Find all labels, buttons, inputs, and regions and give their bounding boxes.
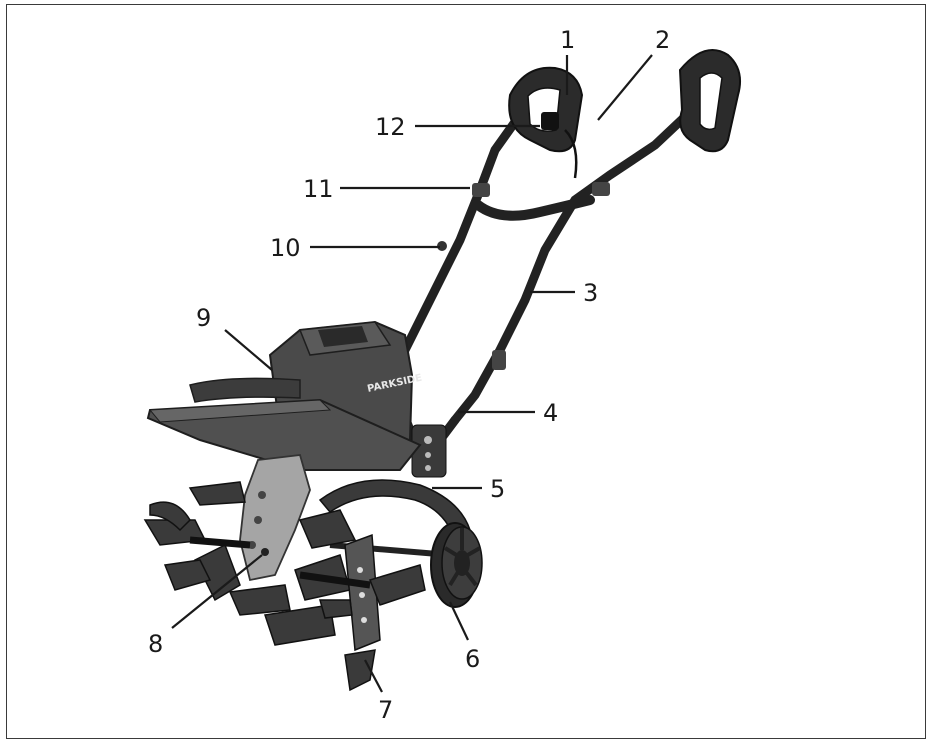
callout-numbers: 1 2 3 4 5 6 7 8 9 10 11 12 [148,26,670,724]
right-handle-tube [450,107,695,425]
callout-leaders [171,54,653,693]
tine-assembly-right [264,509,426,692]
callout-11: 11 [303,175,334,203]
callout-5: 5 [490,475,505,503]
callout-9: 9 [196,304,211,332]
handle-clamp-right [592,182,610,196]
wheel [430,522,483,608]
callout-12: 12 [375,113,406,141]
tine-assembly-left [143,481,291,616]
figure-frame [6,4,926,739]
callout-6: 6 [465,645,480,673]
front-carry-bar [189,377,301,403]
callout-2: 2 [655,26,670,54]
leader-8 [171,554,263,629]
gear-housing [239,454,311,582]
switch-lever [541,112,559,130]
handle-clamp-left [472,183,490,197]
callout-1: 1 [560,26,575,54]
leader-7 [364,659,383,693]
callout-7: 7 [378,696,393,724]
callout-3: 3 [583,279,598,307]
handle-crossbar [473,195,595,221]
leader-9 [224,329,273,371]
cable-hook [437,241,447,251]
callout-8: 8 [148,630,163,658]
tiller-illustration: PARKSIDE [143,49,741,692]
leader-2 [597,54,653,121]
power-cable [564,129,578,179]
callout-4: 4 [543,399,558,427]
leader-6 [449,601,469,641]
callout-10: 10 [270,234,301,262]
